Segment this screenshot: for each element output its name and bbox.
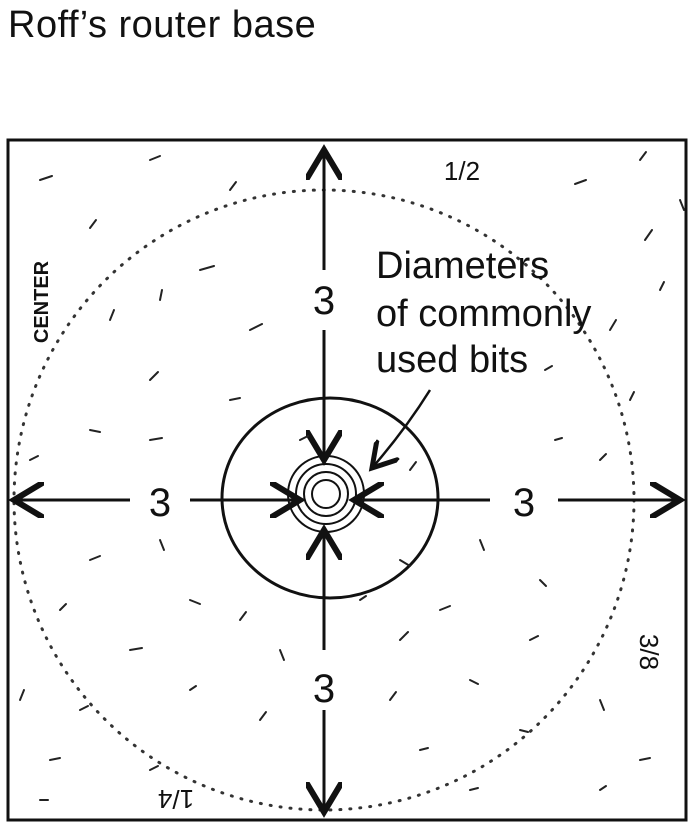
fraction-bottom: 1/4 <box>158 784 194 814</box>
base-square <box>6 138 688 822</box>
measure-left: 3 <box>149 481 171 525</box>
center-label: CENTER <box>31 260 53 343</box>
fraction-top: 1/2 <box>444 156 480 186</box>
bit-circle <box>220 396 440 600</box>
wood-grain-marks <box>19 151 685 801</box>
measure-top: 3 <box>313 279 335 323</box>
note-line-3: used bits <box>376 339 528 381</box>
note-line-1: Diameters <box>376 245 549 287</box>
bit-rings <box>287 455 365 533</box>
fraction-right: 3/8 <box>634 634 664 670</box>
note-line-2: of commonly <box>376 293 591 335</box>
page-title: Roff’s router base <box>8 4 317 46</box>
measure-bottom: 3 <box>313 667 335 711</box>
measure-right: 3 <box>513 481 535 525</box>
note-leader-arrow <box>372 389 432 468</box>
